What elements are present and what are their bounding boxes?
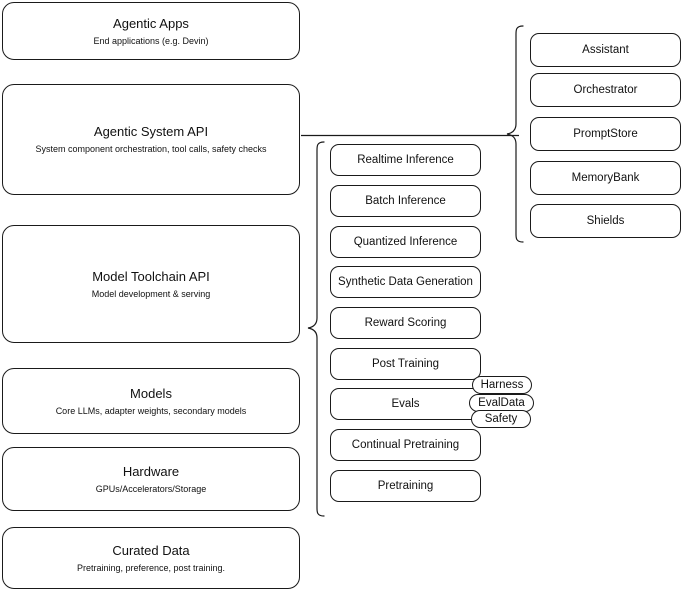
layer-title: Models (130, 385, 172, 401)
layer-subtitle: Pretraining, preference, post training. (76, 562, 226, 573)
capability-label: Batch Inference (365, 195, 446, 207)
layer-title: Curated Data (112, 542, 190, 558)
layer-subtitle: System component orchestration, tool cal… (35, 144, 267, 154)
layer-title: Agentic Apps (113, 15, 189, 31)
evals-pill-safety[interactable]: Safety (471, 410, 531, 428)
capability-label: Evals (391, 398, 420, 410)
system-component-label: Shields (586, 215, 625, 227)
capability-label: Realtime Inference (357, 154, 454, 166)
capability-box-post-training[interactable]: Post Training (330, 348, 481, 380)
capability-label: Pretraining (377, 480, 434, 492)
capability-box-continual-pretraining[interactable]: Continual Pretraining (330, 429, 481, 461)
layer-title: Agentic System API (93, 124, 209, 139)
evals-pill-label: Harness (480, 379, 524, 391)
layer-subtitle: Model development & serving (91, 288, 211, 299)
agentic-system-brace (505, 24, 525, 244)
system-component-label: Orchestrator (573, 84, 638, 96)
capability-label: Post Training (371, 358, 440, 370)
system-component-box-memorybank[interactable]: MemoryBank (530, 161, 681, 195)
connector-system-api-to-components (301, 134, 519, 137)
system-component-label: Assistant (582, 44, 629, 56)
layer-subtitle: GPUs/Accelerators/Storage (95, 483, 207, 494)
layer-title: Model Toolchain API (92, 268, 210, 284)
layer-title: Hardware (122, 463, 180, 479)
capability-box-pretraining[interactable]: Pretraining (330, 470, 481, 502)
capability-label: Continual Pretraining (351, 439, 460, 451)
layer-box-model-toolchain-api[interactable]: Model Toolchain API Model development & … (2, 225, 300, 343)
system-component-box-shields[interactable]: Shields (530, 204, 681, 238)
system-component-label: MemoryBank (571, 172, 640, 184)
capability-box-quantized-inference[interactable]: Quantized Inference (330, 226, 481, 258)
capability-box-realtime-inference[interactable]: Realtime Inference (330, 144, 481, 176)
evals-pill-evaldata[interactable]: EvalData (469, 394, 534, 412)
layer-box-hardware[interactable]: Hardware GPUs/Accelerators/Storage (2, 447, 300, 511)
model-toolchain-brace (306, 140, 326, 520)
system-component-label: PromptStore (573, 128, 638, 140)
layer-box-curated-data[interactable]: Curated Data Pretraining, preference, po… (2, 527, 300, 589)
capability-box-reward-scoring[interactable]: Reward Scoring (330, 307, 481, 339)
capability-label: Reward Scoring (364, 317, 447, 329)
layer-box-agentic-system-api[interactable]: Agentic System API System component orch… (2, 84, 300, 195)
layer-subtitle: End applications (e.g. Devin) (93, 35, 209, 46)
evals-pill-label: Safety (484, 413, 518, 425)
layer-box-agentic-apps[interactable]: Agentic Apps End applications (e.g. Devi… (2, 2, 300, 60)
layer-box-models[interactable]: Models Core LLMs, adapter weights, secon… (2, 368, 300, 434)
capability-label: Synthetic Data Generation (338, 276, 473, 288)
capability-label: Quantized Inference (353, 236, 458, 248)
system-component-box-promptstore[interactable]: PromptStore (530, 117, 681, 151)
system-component-box-orchestrator[interactable]: Orchestrator (530, 73, 681, 107)
capability-box-evals[interactable]: Evals (330, 388, 481, 420)
capability-box-synthetic-data-generation[interactable]: Synthetic Data Generation (330, 266, 481, 298)
layer-subtitle: Core LLMs, adapter weights, secondary mo… (55, 405, 247, 416)
capability-box-batch-inference[interactable]: Batch Inference (330, 185, 481, 217)
system-component-box-assistant[interactable]: Assistant (530, 33, 681, 67)
evals-pill-label: EvalData (478, 397, 525, 409)
evals-pill-harness[interactable]: Harness (472, 376, 532, 394)
